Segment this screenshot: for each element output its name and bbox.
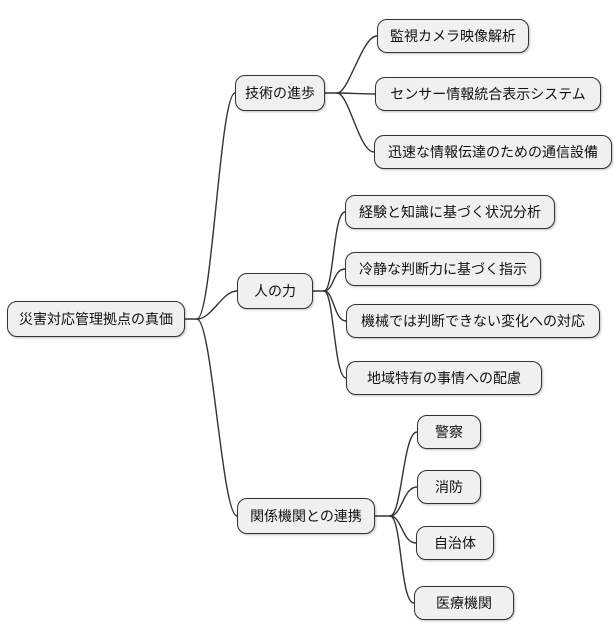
edge-human-to-local	[323, 290, 347, 379]
leaf-medical-institutions: 医療機関	[414, 586, 514, 620]
leaf-calm-judgment: 冷静な判断力に基づく指示	[345, 252, 541, 286]
leaf-camera-video-analysis: 監視カメラ映像解析	[377, 19, 529, 53]
branch-cooperation: 関係機関との連携	[237, 498, 375, 534]
node-root: 災害対応管理拠点の真価	[7, 301, 185, 337]
edge-cooperation-to-police	[389, 431, 418, 517]
leaf-unexpected-changes: 機械では判断できない変化への対応	[346, 304, 600, 338]
leaf-sensor-display-system: センサー情報統合表示システム	[375, 77, 601, 111]
branch-human-power: 人の力	[237, 273, 313, 309]
leaf-local-government: 自治体	[416, 526, 494, 560]
edge-technology-to-communication	[336, 92, 375, 153]
leaf-fire-department: 消防	[417, 470, 481, 504]
edge-root-to-technology	[196, 92, 236, 320]
edge-cooperation-to-medical	[389, 515, 415, 604]
branch-technology: 技術の進歩	[235, 75, 325, 111]
leaf-communication-equipment: 迅速な情報伝達のための通信設備	[374, 135, 612, 169]
edge-technology-to-sensor	[336, 92, 376, 95]
leaf-situation-analysis: 経験と知識に基づく状況分析	[345, 195, 555, 229]
edge-cooperation-to-fire	[389, 486, 418, 517]
edge-human-to-analysis	[323, 211, 346, 292]
edge-technology-to-camera	[336, 35, 378, 94]
edge-root-to-human-power	[196, 290, 238, 320]
edge-root-to-cooperation	[196, 318, 238, 517]
leaf-local-circumstances: 地域特有の事情への配慮	[346, 361, 542, 395]
edge-human-to-judgment	[323, 268, 346, 292]
leaf-police: 警察	[417, 415, 481, 449]
